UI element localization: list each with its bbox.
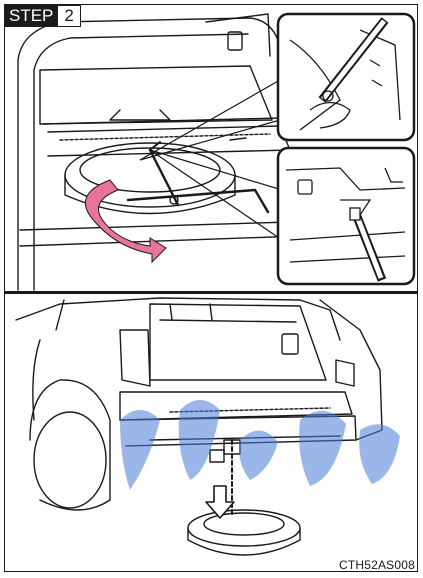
step-badge: STEP 2 xyxy=(5,5,81,27)
step-label: STEP xyxy=(5,5,57,27)
figure-code: CTH52AS008 xyxy=(339,558,415,572)
step-number: 2 xyxy=(57,5,80,27)
watermark xyxy=(110,380,410,500)
